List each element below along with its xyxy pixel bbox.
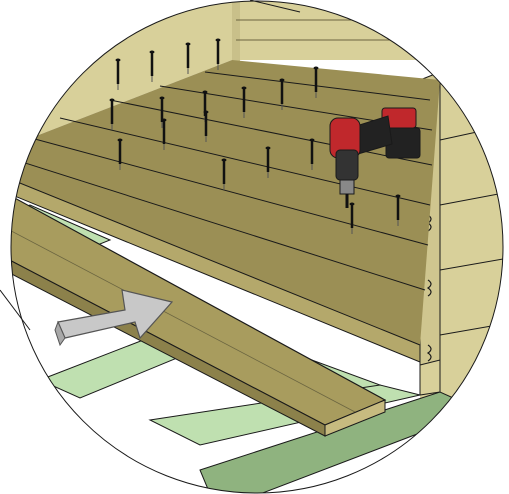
floor-install-illustration [0, 0, 509, 494]
